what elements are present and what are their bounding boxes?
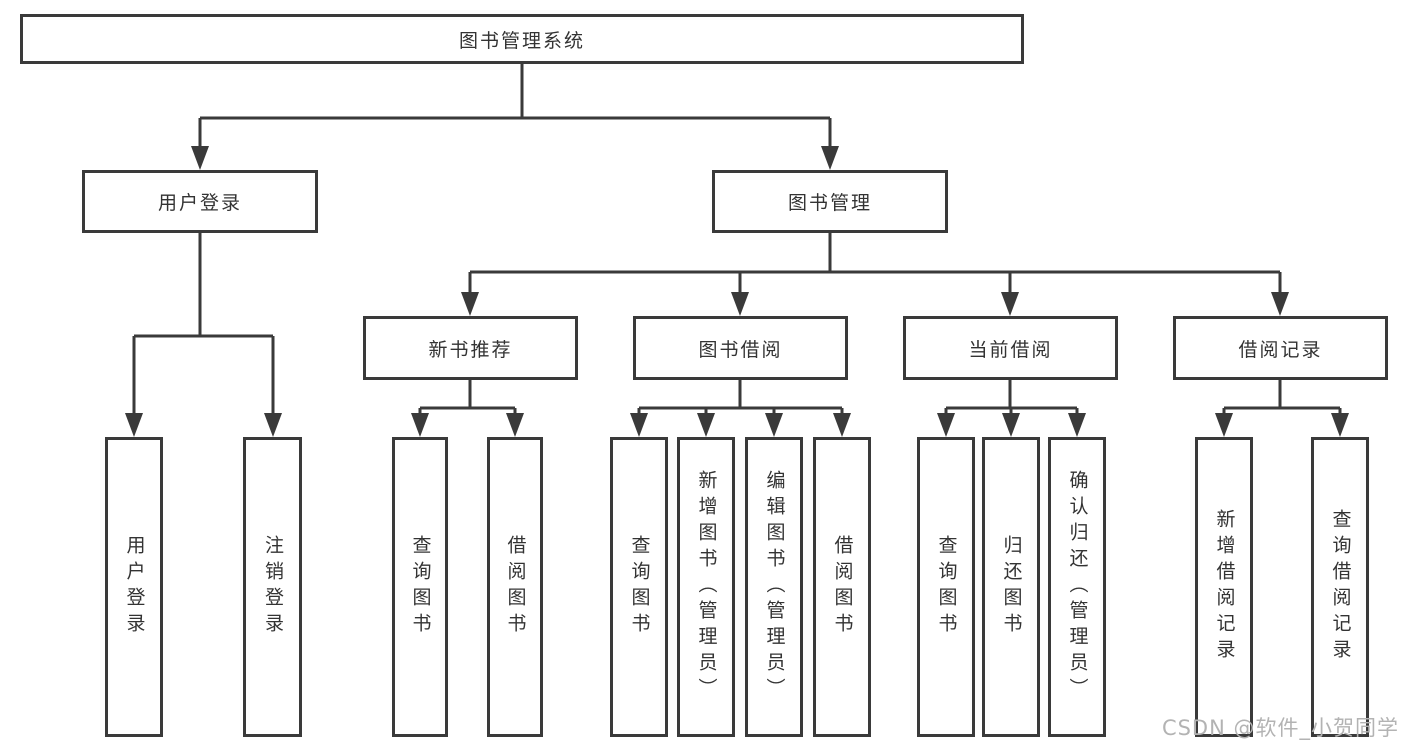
leaf-borrow-books: 借阅图书 <box>813 437 871 737</box>
arrowheads <box>125 146 1349 437</box>
node-label: 新增图书（管理员） <box>695 470 718 704</box>
node-new-book-recommend: 新书推荐 <box>363 316 578 380</box>
leaf-query-books-recommend: 查询图书 <box>392 437 448 737</box>
node-label: 编辑图书（管理员） <box>763 470 786 704</box>
node-root: 图书管理系统 <box>20 14 1024 64</box>
leaf-query-books-borrow: 查询图书 <box>610 437 668 737</box>
node-current-borrow: 当前借阅 <box>903 316 1118 380</box>
node-label: 确认归还（管理员） <box>1066 470 1089 704</box>
leaf-logout: 注销登录 <box>243 437 302 737</box>
node-label: 查询图书 <box>935 535 958 639</box>
leaf-return-book: 归还图书 <box>982 437 1040 737</box>
node-label: 查询图书 <box>409 535 432 639</box>
node-user-login: 用户登录 <box>82 170 318 233</box>
leaf-edit-book-admin: 编辑图书（管理员） <box>745 437 803 737</box>
node-label: 当前借阅 <box>968 338 1053 361</box>
node-label: 新书推荐 <box>428 338 513 361</box>
watermark-text: CSDN @软件_小贺同学 <box>1161 716 1399 740</box>
node-label: 归还图书 <box>1000 535 1023 639</box>
node-borrow-records: 借阅记录 <box>1173 316 1388 380</box>
node-label: 图书管理 <box>787 192 872 214</box>
leaf-borrow-books-recommend: 借阅图书 <box>487 437 543 737</box>
node-book-borrow: 图书借阅 <box>633 316 848 380</box>
leaf-confirm-return-admin: 确认归还（管理员） <box>1048 437 1106 737</box>
node-label: 查询借阅记录 <box>1329 509 1352 665</box>
leaf-add-borrow-record: 新增借阅记录 <box>1195 437 1253 737</box>
node-label: 新增借阅记录 <box>1213 509 1236 665</box>
leaf-add-book-admin: 新增图书（管理员） <box>677 437 735 737</box>
node-label: 注销登录 <box>262 535 284 639</box>
node-label: 借阅记录 <box>1238 338 1323 361</box>
node-label: 图书管理系统 <box>458 29 585 52</box>
node-label: 借阅图书 <box>504 535 527 639</box>
node-label: 用户登录 <box>123 535 146 639</box>
node-label: 用户登录 <box>157 192 242 214</box>
leaf-query-books-current: 查询图书 <box>917 437 975 737</box>
node-label: 图书借阅 <box>698 338 783 361</box>
node-label: 借阅图书 <box>831 535 854 639</box>
leaf-query-borrow-record: 查询借阅记录 <box>1311 437 1369 737</box>
node-label: 查询图书 <box>628 535 651 639</box>
node-book-management: 图书管理 <box>712 170 948 233</box>
leaf-user-login: 用户登录 <box>105 437 163 737</box>
